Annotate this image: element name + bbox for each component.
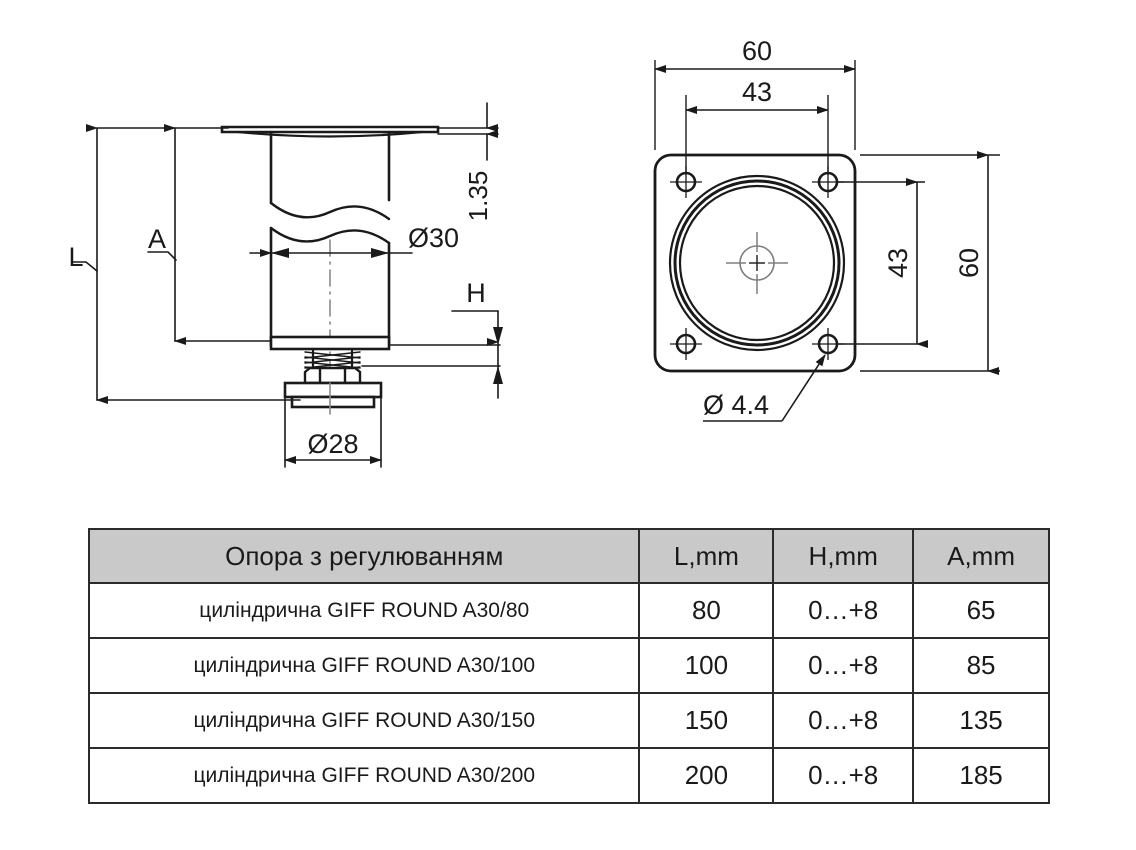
header-cell-name: Опора з регулюванням (87, 528, 641, 584)
dimension-texts: L A 1.35 H Ø30 Ø28 60 43 43 60 Ø 4.4 (68, 36, 984, 459)
cell-product-name: циліндрична GIFF ROUND A30/80 (87, 582, 641, 639)
cell-h: 0…+8 (772, 582, 915, 639)
cell-l: 100 (638, 637, 775, 694)
cap-outer-circle (668, 174, 846, 352)
cell-product-name: циліндрична GIFF ROUND A30/200 (87, 747, 641, 804)
cell-product-name: циліндрична GIFF ROUND A30/100 (87, 637, 641, 694)
dim-label-43-v: 43 (883, 248, 913, 278)
dim-label-135: 1.35 (463, 171, 493, 222)
foot-base-disc (283, 381, 383, 409)
top-mounting-plate (220, 125, 440, 138)
cell-h: 0…+8 (772, 747, 915, 804)
cell-a: 85 (912, 637, 1050, 694)
mounting-plate-top-view (653, 60, 1000, 422)
header-cell-a: A,mm (912, 528, 1050, 584)
leg-tube-lower (269, 226, 391, 351)
header-cell-h: H,mm (772, 528, 915, 584)
dimension-H (361, 310, 503, 399)
cell-product-name: циліндрична GIFF ROUND A30/150 (87, 692, 641, 749)
cell-l: 200 (638, 747, 775, 804)
dim-label-dia44: Ø 4.4 (703, 390, 769, 420)
dimension-dia28 (284, 396, 382, 468)
dimension-L (71, 124, 301, 404)
table-row: циліндрична GIFF ROUND A30/200 200 0…+8 … (87, 747, 1050, 804)
dim-label-A: A (148, 224, 166, 254)
table-row: циліндрична GIFF ROUND A30/100 100 0…+8 … (87, 637, 1050, 694)
break-line (269, 201, 391, 245)
dim-label-L: L (68, 242, 83, 272)
dimension-A (147, 124, 272, 345)
cap-ring-circle (673, 179, 841, 347)
cap-inner-circle (678, 184, 836, 342)
dimension-dia30 (249, 248, 413, 258)
front-elevation-view (71, 102, 503, 468)
dim-label-43-h: 43 (742, 77, 772, 107)
dim-label-dia30: Ø30 (408, 223, 459, 253)
table-row: циліндрична GIFF ROUND A30/150 150 0…+8 … (87, 692, 1050, 749)
cell-a: 185 (912, 747, 1050, 804)
centre-crosshair (726, 232, 788, 294)
cell-h: 0…+8 (772, 637, 915, 694)
dimension-plate-thickness (437, 102, 499, 161)
leg-tube-upper (269, 130, 391, 205)
cell-l: 150 (638, 692, 775, 749)
cell-a: 135 (912, 692, 1050, 749)
cell-l: 80 (638, 582, 775, 639)
dim-label-dia28: Ø28 (307, 429, 358, 459)
specification-table: Опора з регулюванням L,mm H,mm A,mm цилі… (87, 528, 1050, 804)
table-row: циліндрична GIFF ROUND A30/80 80 0…+8 65 (87, 582, 1050, 639)
dim-label-60-v: 60 (954, 248, 984, 278)
dim-label-H: H (466, 278, 486, 308)
dim-label-60-h: 60 (742, 36, 772, 66)
hex-nut (303, 366, 362, 385)
header-cell-l: L,mm (638, 528, 775, 584)
table-header-row: Опора з регулюванням L,mm H,mm A,mm (87, 528, 1050, 584)
leader-dia44 (703, 354, 826, 422)
cell-a: 65 (912, 582, 1050, 639)
cell-h: 0…+8 (772, 692, 915, 749)
